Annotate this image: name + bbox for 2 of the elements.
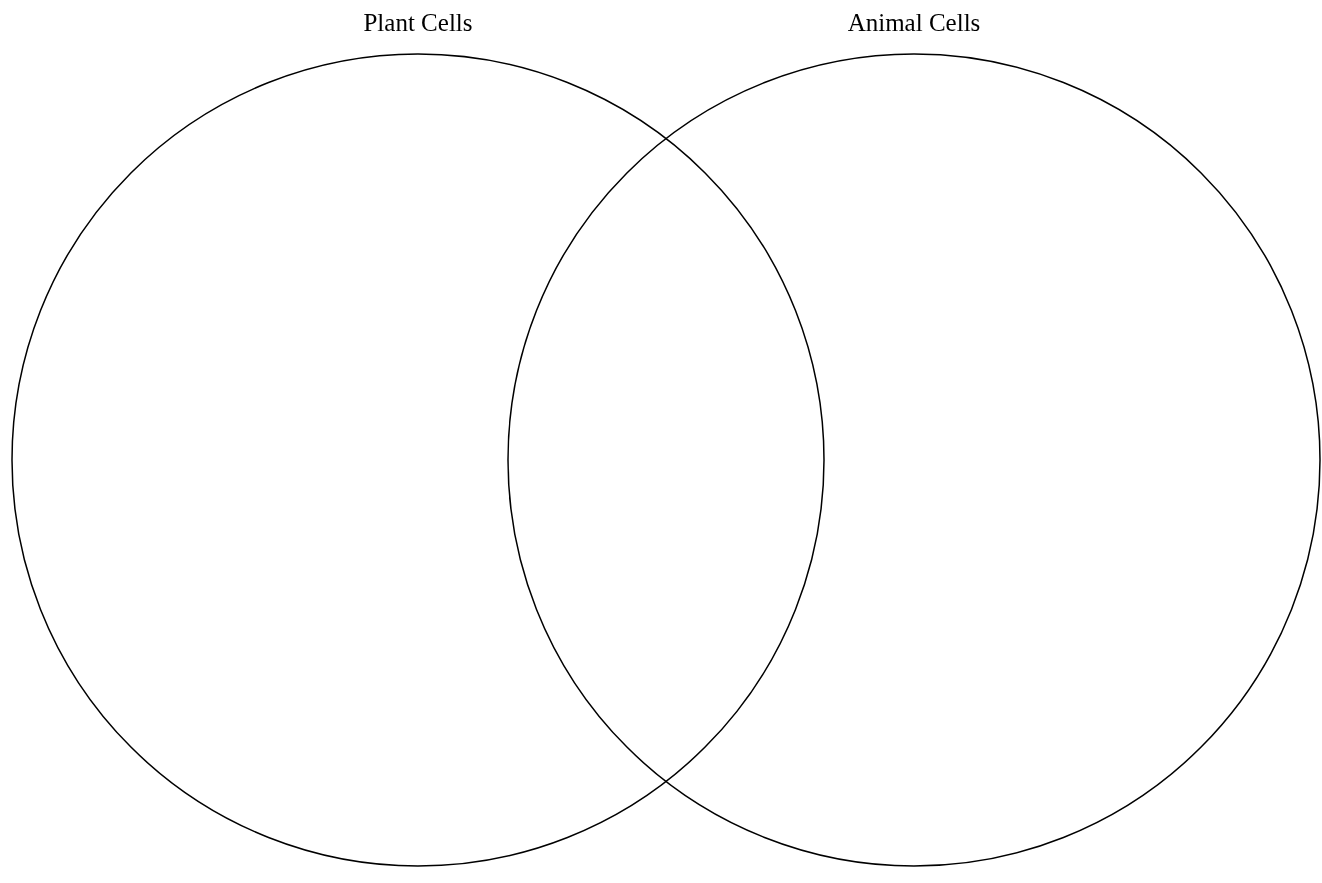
circle-title: Animal Cells — [847, 8, 981, 38]
circle-title: Plant Cells — [363, 8, 473, 38]
